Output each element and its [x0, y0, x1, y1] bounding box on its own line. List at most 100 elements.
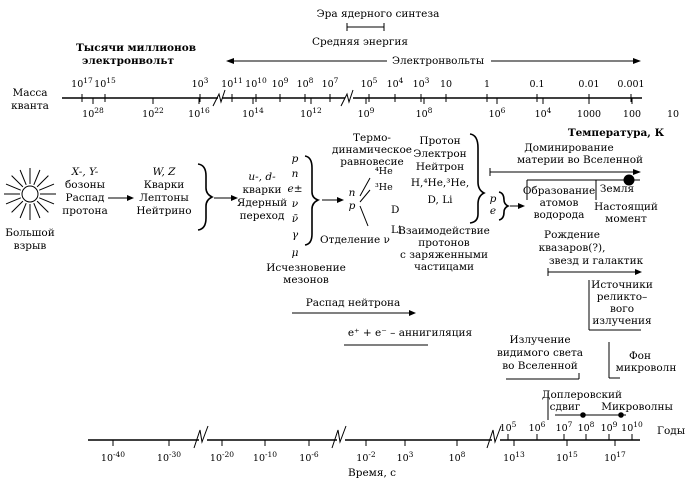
ud-line3: Ядерный — [237, 197, 287, 209]
mass-tick-label: 103 — [192, 76, 209, 90]
earth-label: Земля — [600, 183, 635, 195]
particle-electron: e± — [287, 183, 302, 195]
nuclei-n: n — [349, 187, 356, 199]
temperature-tick-label: 1014 — [242, 106, 264, 120]
temperature-tick-label: 1000 — [577, 109, 601, 120]
years-tick-label: 1010 — [621, 420, 643, 434]
temperature-tick-label: 10 — [667, 109, 679, 120]
doppler-line1: Доплеровский — [542, 389, 622, 401]
wz-to-ud-arrowhead — [231, 195, 238, 201]
thermo-line2: динамическое — [332, 144, 412, 156]
pen-line3: Нейтрон — [416, 161, 464, 173]
time-tick-label: 10-40 — [101, 450, 125, 464]
nuclei-he4: ⁴He — [375, 166, 393, 177]
nuclei-he3: ³He — [375, 182, 393, 193]
thermo-line1: Термо- — [353, 132, 391, 144]
pe-p: p — [490, 193, 497, 205]
microwaves-label: Микроволны — [601, 401, 673, 413]
ud-line2: кварки — [242, 184, 281, 196]
time-tick-label: 1015 — [556, 450, 578, 464]
interaction-line2: протонов — [418, 237, 469, 249]
thermo-line3: равновесие — [340, 156, 403, 168]
microwave-bg-bracket — [608, 342, 620, 379]
to-np-arrowhead — [337, 197, 344, 203]
starburst-ray — [39, 183, 55, 191]
temperature-tick-label: 109 — [358, 106, 375, 120]
starburst-ray — [19, 203, 27, 219]
electronvolts-label: Электронвольты — [392, 55, 484, 67]
neutron-decay-label: Распад нейтрона — [306, 297, 401, 309]
microwave-bg-line2: микроволн — [616, 362, 677, 374]
time-tick-label: 10-10 — [253, 450, 277, 464]
radio-bracket — [588, 280, 641, 331]
particle-muon: μ — [292, 247, 299, 259]
time-axis-breaks — [193, 425, 502, 449]
electronvolt-label: электронвольт — [82, 55, 174, 67]
years-label: Годы — [657, 425, 685, 437]
nuclei-arrows — [359, 177, 371, 227]
quasars-line3: звезд и галактик — [549, 255, 644, 267]
interaction-line4: частицами — [414, 261, 474, 273]
starburst-ray — [5, 183, 21, 191]
mass-axis-breaks — [212, 89, 354, 107]
time-tick-label: 1013 — [503, 450, 525, 464]
nuclei-p: p — [349, 200, 356, 212]
nuclei-li: Li — [391, 224, 402, 236]
starburst-ray — [36, 175, 49, 188]
time-tick-label: 103 — [397, 450, 414, 464]
pen-line1: Протон — [419, 135, 460, 147]
pen-line4: H,⁴He,³He, — [411, 177, 469, 189]
mass-label-line2: кванта — [11, 100, 49, 112]
xy-to-wz-arrowhead — [127, 195, 134, 201]
wz-line4: Нейтрино — [136, 205, 191, 217]
time-tick-label: 10-20 — [210, 450, 234, 464]
radio-line2: реликто– — [597, 291, 648, 303]
annihilation-label: e⁺ + e⁻ – аннигиляция — [348, 327, 473, 339]
mass-tick-label: 108 — [297, 76, 314, 90]
years-tick-label: 106 — [529, 420, 546, 434]
wz-line3: Лептоны — [139, 192, 188, 204]
particle-proton: p — [292, 153, 299, 165]
radio-line4: излучения — [592, 315, 652, 327]
neutrino-decoupling: Отделение ν — [320, 234, 390, 246]
nucleosynthesis-bracket — [346, 23, 385, 31]
mass-tick-label: 1010 — [245, 76, 267, 90]
years-tick-label: 105 — [500, 420, 517, 434]
quasars-line1: Рождение — [544, 229, 600, 241]
radio-line3: вого — [610, 303, 634, 315]
starburst-ray — [33, 169, 41, 185]
time-tick-label: 10-30 — [157, 450, 181, 464]
visible-line2: видимого света — [497, 347, 583, 359]
doppler-dot — [580, 412, 586, 418]
particle-antineutrino: ν̄ — [292, 213, 299, 225]
big-bang-icon — [4, 168, 56, 220]
starburst-ray — [11, 200, 24, 213]
atoms-line3: водорода — [534, 209, 585, 221]
starburst-ray — [5, 197, 21, 205]
neutron-decay-arrowhead — [409, 310, 416, 316]
visible-bracket — [506, 373, 580, 380]
mass-tick-label: 104 — [387, 76, 404, 90]
nucleosynthesis-era-label: Эра ядерного синтеза — [317, 8, 440, 20]
temperature-label: Температура, К — [568, 127, 665, 139]
particle-neutron: n — [292, 168, 299, 180]
quasars-arrowhead — [635, 269, 642, 275]
interaction-line3: с заряженными — [400, 249, 488, 261]
pe-e: e — [490, 205, 496, 217]
doppler-line2: сдвиг — [550, 401, 581, 413]
mass-label-line1: Масса — [12, 87, 47, 99]
mass-tick-label: 1011 — [221, 76, 243, 90]
interaction-line1: Взаимодействие — [398, 225, 490, 237]
ud-title: u-, d- — [248, 171, 276, 183]
temperature-tick-label: 1028 — [82, 106, 104, 120]
mass-tick-label: 1 — [484, 79, 490, 90]
temperature-tick-label: 1012 — [300, 106, 322, 120]
matter-dom-line1: Доминирование — [524, 142, 613, 154]
microwaves-dot — [618, 412, 624, 418]
wz-brace — [197, 163, 214, 231]
big-bang-line2: взрыв — [14, 240, 47, 252]
